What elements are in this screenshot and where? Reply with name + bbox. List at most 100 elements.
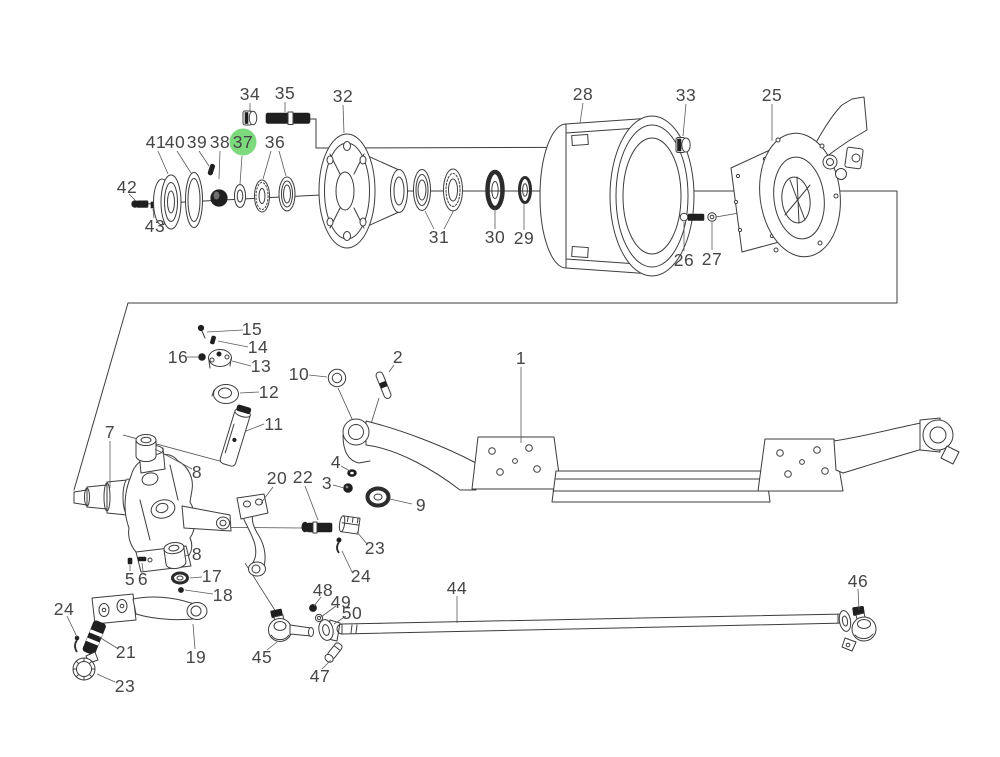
part-label-46[interactable]: 46 xyxy=(848,571,868,591)
part-6-screw xyxy=(137,556,147,562)
part-15-screw xyxy=(197,324,206,339)
part-11-kingpin xyxy=(219,404,252,467)
part-18-ball xyxy=(178,587,184,593)
part-label-36[interactable]: 36 xyxy=(265,132,285,152)
leader-line-13 xyxy=(231,360,252,367)
part-44-tie-rod xyxy=(336,613,847,635)
part-label-10[interactable]: 10 xyxy=(289,364,309,384)
part-8-bearing-lower xyxy=(163,541,187,570)
part-label-7[interactable]: 7 xyxy=(105,422,115,442)
part-label-40[interactable]: 40 xyxy=(165,132,185,152)
part-42-screw xyxy=(131,200,149,208)
part-label-41[interactable]: 41 xyxy=(146,132,166,152)
part-3-nut xyxy=(343,483,353,493)
part-label-9[interactable]: 9 xyxy=(416,495,426,515)
part-label-1[interactable]: 1 xyxy=(516,348,526,368)
leader-line-2 xyxy=(388,364,395,373)
part-label-6[interactable]: 6 xyxy=(138,569,148,589)
leader-line-48 xyxy=(313,596,322,607)
part-label-21[interactable]: 21 xyxy=(116,642,136,662)
part-33-nut xyxy=(675,137,691,153)
part-17-nut xyxy=(171,571,189,585)
leader-line-12 xyxy=(239,391,260,394)
part-label-25[interactable]: 25 xyxy=(762,85,782,105)
part-label-23-left[interactable]: 23 xyxy=(115,676,135,696)
part-label-49[interactable]: 49 xyxy=(331,592,351,612)
part-40-ring xyxy=(185,172,203,228)
highlight-circle-part-37 xyxy=(229,128,257,156)
part-20-steering-arm xyxy=(236,493,269,577)
part-label-31[interactable]: 31 xyxy=(429,227,449,247)
part-label-50[interactable]: 50 xyxy=(342,603,362,623)
hub-assembly xyxy=(131,96,868,277)
part-label-44[interactable]: 44 xyxy=(447,578,467,598)
part-12-ring xyxy=(211,384,239,404)
part-label-33[interactable]: 33 xyxy=(676,85,696,105)
part-label-27[interactable]: 27 xyxy=(702,249,722,269)
part-48-nut xyxy=(309,604,317,612)
leader-line-17 xyxy=(189,576,203,579)
part-19-tie-rod-arm xyxy=(91,593,208,625)
part-28-brake-drum xyxy=(539,115,695,277)
part-label-14[interactable]: 14 xyxy=(248,337,268,357)
part-label-30[interactable]: 30 xyxy=(485,227,505,247)
part-8-bearing-upper xyxy=(135,434,157,462)
part-label-37[interactable]: 37 xyxy=(233,132,253,152)
part-label-8-lower[interactable]: 8 xyxy=(192,544,202,564)
part-label-32[interactable]: 32 xyxy=(333,86,353,106)
leader-line-6 xyxy=(141,562,144,572)
part-label-48[interactable]: 48 xyxy=(313,580,333,600)
part-label-20[interactable]: 20 xyxy=(267,468,287,488)
leader-line-3 xyxy=(332,484,345,489)
part-label-22[interactable]: 22 xyxy=(293,467,313,487)
part-label-24-mid[interactable]: 24 xyxy=(351,566,371,586)
part-label-11[interactable]: 11 xyxy=(264,414,283,434)
leader-line-24-left xyxy=(66,615,78,638)
part-label-3[interactable]: 3 xyxy=(322,473,332,493)
part-label-2[interactable]: 2 xyxy=(393,347,403,367)
part-label-34[interactable]: 34 xyxy=(240,84,260,104)
part-label-17[interactable]: 17 xyxy=(202,566,222,586)
part-label-13[interactable]: 13 xyxy=(251,356,271,376)
part-14-pin xyxy=(210,335,216,345)
part-label-28[interactable]: 28 xyxy=(573,84,593,104)
part-label-29[interactable]: 29 xyxy=(514,228,534,248)
part-label-35[interactable]: 35 xyxy=(275,83,295,103)
part-38-nut xyxy=(210,189,228,207)
leader-line-37 xyxy=(239,155,243,185)
leader-line-39 xyxy=(198,150,210,167)
part-label-39[interactable]: 39 xyxy=(187,132,207,152)
part-label-5[interactable]: 5 xyxy=(125,569,135,589)
part-label-4[interactable]: 4 xyxy=(331,452,341,472)
part-41-seal xyxy=(153,174,182,230)
part-9-bushing xyxy=(365,486,391,508)
part-label-23-mid[interactable]: 23 xyxy=(365,538,385,558)
leader-line-33 xyxy=(682,103,687,137)
part-label-26[interactable]: 26 xyxy=(674,250,694,270)
part-label-15[interactable]: 15 xyxy=(242,319,262,339)
part-label-38[interactable]: 38 xyxy=(210,132,230,152)
leader-line-47 xyxy=(321,659,332,670)
leader-line-22 xyxy=(304,485,319,521)
part-label-12[interactable]: 12 xyxy=(259,382,279,402)
part-label-47[interactable]: 47 xyxy=(310,666,330,686)
part-label-18[interactable]: 18 xyxy=(213,585,233,605)
part-23-castle-nut xyxy=(338,515,361,535)
part-5-screw xyxy=(127,557,133,565)
part-label-43[interactable]: 43 xyxy=(145,216,165,236)
part-39-pin xyxy=(207,163,216,176)
part-label-8-upper[interactable]: 8 xyxy=(192,462,202,482)
leader-line-21 xyxy=(98,636,118,649)
part-label-45[interactable]: 45 xyxy=(252,647,272,667)
part-26-bolt xyxy=(679,212,705,222)
part-label-19[interactable]: 19 xyxy=(186,647,206,667)
part-label-24-left[interactable]: 24 xyxy=(54,599,74,619)
leader-line-32 xyxy=(342,104,345,134)
leader-line-18 xyxy=(184,589,214,595)
part-label-42[interactable]: 42 xyxy=(117,177,137,197)
part-30-seal xyxy=(485,169,505,211)
part-label-16[interactable]: 16 xyxy=(168,347,188,367)
